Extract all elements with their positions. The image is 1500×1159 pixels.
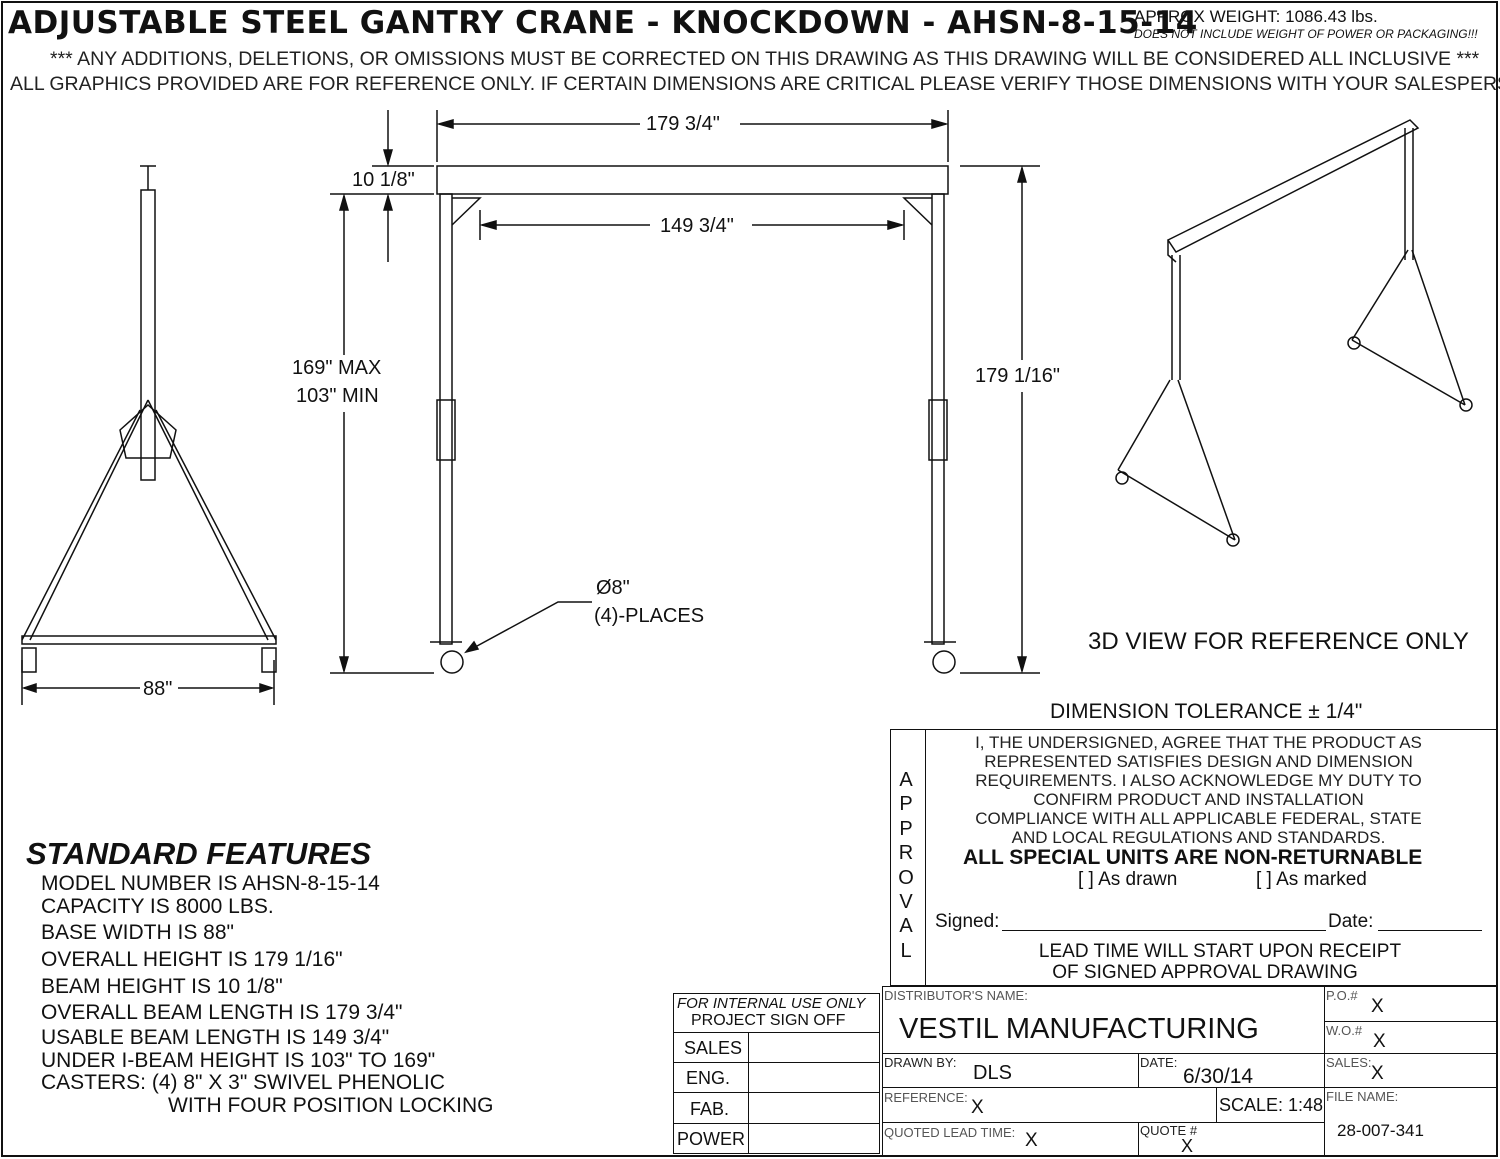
dim-caster-places: (4)-PLACES: [594, 605, 705, 627]
statement-line: REPRESENTED SATISFIES DESIGN AND DIMENSI…: [984, 752, 1413, 771]
quote-cell: QUOTE # X: [1138, 1122, 1325, 1156]
drawing-title: ADJUSTABLE STEEL GANTRY CRANE - KNOCKDOW…: [8, 5, 1198, 41]
quoted-lead-time-cell: QUOTED LEAD TIME: X: [882, 1122, 1139, 1156]
feature-item: UNDER I-BEAM HEIGHT IS 103" TO 169": [41, 1048, 436, 1072]
quote-value: X: [1181, 1136, 1194, 1156]
field-label: SALES:: [1326, 1055, 1372, 1070]
drawn-by-cell: DRAWN BY: DLS: [882, 1053, 1139, 1088]
date-value: 6/30/14: [1183, 1065, 1254, 1088]
drawn-by-value: DLS: [973, 1062, 1012, 1084]
feature-item: WITH FOUR POSITION LOCKING: [168, 1094, 494, 1118]
signature-line[interactable]: [1002, 930, 1326, 931]
signoff-row-power[interactable]: POWER: [673, 1123, 880, 1154]
distributor-name: VESTIL MANUFACTURING: [899, 1013, 1259, 1045]
notice-reference-only: ALL GRAPHICS PROVIDED ARE FOR REFERENCE …: [10, 73, 1500, 95]
as-marked-checkbox[interactable]: [ ] As marked: [1256, 869, 1367, 890]
sales-cell: SALES: X: [1324, 1053, 1497, 1088]
po-value: X: [1371, 996, 1384, 1017]
po-cell: P.O.# X: [1324, 986, 1497, 1022]
scale-cell: SCALE: 1:48: [1216, 1087, 1325, 1123]
date-cell: DATE: 6/30/14: [1138, 1053, 1325, 1088]
field-label: DISTRIBUTOR'S NAME:: [884, 988, 1028, 1003]
weight-note: DOES NOT INCLUDE WEIGHT OF POWER OR PACK…: [1134, 27, 1478, 41]
field-label: DRAWN BY:: [884, 1055, 957, 1070]
feature-item: BASE WIDTH IS 88": [41, 921, 234, 945]
signoff-label: ENG.: [686, 1068, 731, 1088]
quoted-lead-time-value: X: [1025, 1130, 1038, 1151]
approval-divider: [890, 729, 926, 986]
feature-item: CASTERS: (4) 8" X 3" SWIVEL PHENOLIC: [41, 1071, 445, 1095]
signoff-row-fab[interactable]: FAB.: [673, 1092, 880, 1124]
field-label: P.O.#: [1326, 988, 1358, 1003]
scale-value: SCALE: 1:48: [1219, 1095, 1324, 1115]
field-label: REFERENCE:: [884, 1090, 968, 1105]
signed-label: Signed:: [935, 911, 1000, 932]
wo-cell: W.O.# X: [1324, 1021, 1497, 1054]
dim-caster-diameter: Ø8": [596, 577, 630, 599]
signoff-label: FAB.: [690, 1099, 730, 1119]
lead-time-notice: LEAD TIME WILL START UPON RECEIPT OF SIG…: [930, 941, 1500, 983]
approval-block: [890, 729, 1497, 986]
signoff-row-eng[interactable]: ENG.: [673, 1062, 880, 1093]
features-heading: STANDARD FEATURES: [26, 836, 372, 871]
iso-view: [1115, 119, 1473, 547]
dim-beam-height: 10 1/8": [352, 169, 415, 191]
field-label: DATE:: [1140, 1055, 1178, 1070]
view-note: 3D VIEW FOR REFERENCE ONLY: [1088, 628, 1469, 655]
field-label: FILE NAME:: [1326, 1089, 1399, 1104]
statement-line: COMPLIANCE WITH ALL APPLICABLE FEDERAL, …: [975, 809, 1422, 828]
dimension-tolerance: DIMENSION TOLERANCE ± 1/4": [1050, 700, 1363, 723]
field-label: QUOTED LEAD TIME:: [884, 1125, 1016, 1140]
field-label: QUOTE #: [1140, 1123, 1198, 1138]
lead-time-line: LEAD TIME WILL START UPON RECEIPT: [1038, 941, 1402, 962]
signoff-label: SALES: [684, 1038, 743, 1058]
dim-usable-beam: 149 3/4": [660, 215, 734, 237]
dim-overall-beam: 179 3/4": [646, 113, 720, 135]
notice-all-inclusive: *** ANY ADDITIONS, DELETIONS, OR OMISSIO…: [50, 48, 1480, 70]
reference-value: X: [971, 1097, 984, 1118]
feature-item: CAPACITY IS 8000 LBS.: [41, 894, 274, 918]
approx-weight: APPROX WEIGHT: 1086.43 lbs.: [1134, 7, 1378, 26]
dim-height-min: 103" MIN: [296, 385, 379, 407]
date-label: Date:: [1328, 911, 1374, 932]
feature-item: USABLE BEAM LENGTH IS 149 3/4": [41, 1026, 390, 1050]
internal-heading: FOR INTERNAL USE ONLY: [677, 995, 866, 1012]
dim-base-width: 88": [143, 678, 173, 700]
dim-height-max: 169" MAX: [292, 357, 382, 379]
field-label: W.O.#: [1326, 1023, 1363, 1038]
feature-item: MODEL NUMBER IS AHSN-8-15-14: [41, 872, 380, 895]
front-view: [330, 110, 1040, 674]
date-line[interactable]: [1378, 930, 1482, 931]
signoff-divider: [748, 1032, 749, 1154]
signoff-label: POWER: [677, 1129, 746, 1149]
feature-item: BEAM HEIGHT IS 10 1/8": [41, 974, 283, 998]
signoff-heading: PROJECT SIGN OFF: [691, 1012, 846, 1029]
feature-item: OVERALL HEIGHT IS 179 1/16": [41, 948, 343, 972]
file-name-cell: FILE NAME: 28-007-341: [1324, 1087, 1497, 1156]
feature-item: OVERALL BEAM LENGTH IS 179 3/4": [41, 1001, 403, 1025]
approval-statement: I, THE UNDERSIGNED, AGREE THAT THE PRODU…: [930, 733, 1467, 847]
statement-line: REQUIREMENTS. I ALSO ACKNOWLEDGE MY DUTY…: [975, 771, 1422, 790]
as-drawn-checkbox[interactable]: [ ] As drawn: [1078, 869, 1178, 890]
non-returnable-notice: ALL SPECIAL UNITS ARE NON-RETURNABLE: [963, 846, 1423, 869]
features-list: MODEL NUMBER IS AHSN-8-15-14 CAPACITY IS…: [41, 872, 494, 1118]
reference-cell: REFERENCE: X: [882, 1087, 1217, 1123]
dim-overall-height: 179 1/16": [975, 365, 1060, 387]
lead-time-line: OF SIGNED APPROVAL DRAWING: [1052, 962, 1358, 983]
sales-value: X: [1371, 1063, 1384, 1084]
wo-value: X: [1373, 1031, 1386, 1052]
file-name-value: 28-007-341: [1337, 1121, 1424, 1140]
statement-line: CONFIRM PRODUCT AND INSTALLATION: [1033, 790, 1364, 809]
statement-line: AND LOCAL REGULATIONS AND STANDARDS.: [1011, 828, 1386, 847]
approval-side-label: APPROVAL: [898, 769, 914, 962]
side-view: [21, 165, 277, 705]
signoff-row-sales[interactable]: SALES: [673, 1032, 880, 1063]
distributor-cell: DISTRIBUTOR'S NAME: VESTIL MANUFACTURING: [882, 986, 1325, 1054]
statement-line: I, THE UNDERSIGNED, AGREE THAT THE PRODU…: [975, 733, 1422, 752]
